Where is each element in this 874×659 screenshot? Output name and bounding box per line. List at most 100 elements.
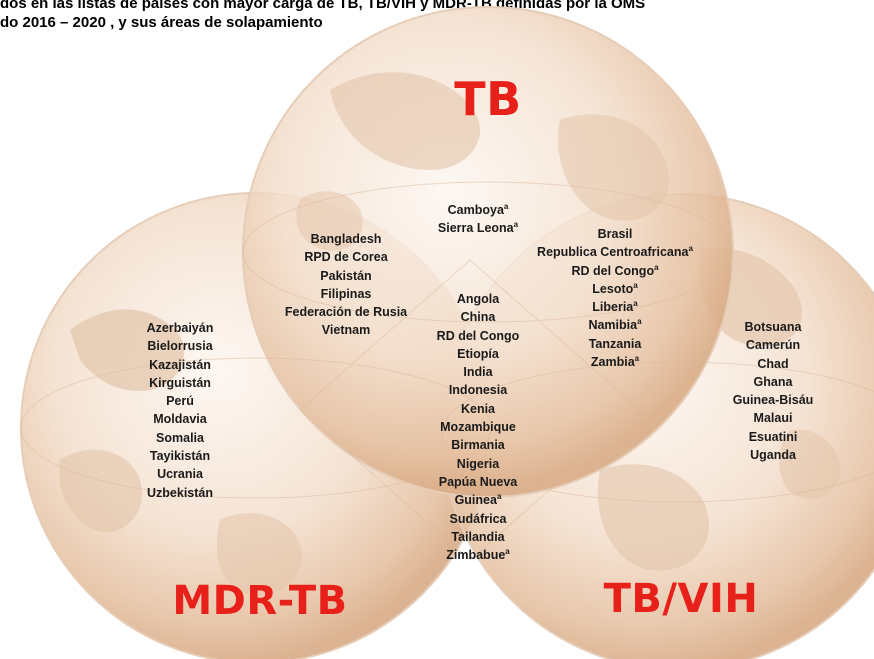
country-name: Tanzania bbox=[588, 336, 642, 351]
country-item: India bbox=[418, 363, 538, 381]
country-item: Uganda bbox=[718, 446, 828, 464]
country-name: Birmania bbox=[451, 438, 505, 453]
country-item: Tayikistán bbox=[120, 447, 240, 465]
country-name: Namibia bbox=[588, 318, 638, 333]
country-item: Esuatini bbox=[718, 428, 828, 446]
country-name: Uganda bbox=[750, 448, 796, 463]
country-item: Liberiaa bbox=[530, 298, 700, 316]
country-name: Ucrania bbox=[157, 467, 203, 482]
label-tb-vih: TB/VIH bbox=[603, 576, 759, 622]
tb-globe bbox=[242, 6, 734, 498]
country-item: Birmania bbox=[418, 436, 538, 454]
country-name: RPD de Corea bbox=[304, 250, 388, 265]
country-name: Liberia bbox=[592, 300, 634, 315]
country-item: China bbox=[418, 308, 538, 326]
country-name: Etiopía bbox=[457, 346, 499, 361]
country-item: Sudáfrica bbox=[418, 510, 538, 528]
footnote-mark: a bbox=[513, 220, 519, 230]
country-name: Federación de Rusia bbox=[284, 305, 408, 320]
country-name: Somalia bbox=[156, 430, 204, 445]
country-name: China bbox=[460, 310, 496, 325]
country-item: Tailandia bbox=[418, 528, 538, 546]
country-name: Angola bbox=[456, 292, 500, 306]
country-item: Vietnam bbox=[276, 321, 416, 339]
country-name: Botsuana bbox=[744, 320, 802, 334]
country-name: Sierra Leona bbox=[437, 221, 514, 236]
country-item: Namibiaa bbox=[530, 316, 700, 334]
country-item: Zambiaa bbox=[530, 353, 700, 371]
country-item: Bangladesh bbox=[276, 230, 416, 248]
country-item: Kazajistán bbox=[120, 356, 240, 374]
label-mdr-tb: MDR-TB bbox=[172, 578, 348, 624]
country-item: Somalia bbox=[120, 429, 240, 447]
country-name: Guinea bbox=[454, 493, 497, 508]
country-item: Kenia bbox=[418, 400, 538, 418]
footnote-mark: a bbox=[634, 353, 640, 363]
country-name: Indonesia bbox=[448, 383, 508, 398]
globe-gridlines bbox=[20, 181, 874, 561]
country-item: Chad bbox=[718, 355, 828, 373]
country-item: Republica Centroafricanaa bbox=[530, 243, 700, 261]
country-item: Mozambique bbox=[418, 418, 538, 436]
country-item: Brasil bbox=[530, 225, 700, 243]
country-name: Kenia bbox=[460, 401, 496, 416]
country-name: Uzbekistán bbox=[147, 485, 213, 500]
footnote-mark: a bbox=[496, 492, 502, 502]
country-item: RD del Congoa bbox=[530, 262, 700, 280]
country-name: Moldavia bbox=[153, 412, 207, 427]
country-name: Guinea-Bisáu bbox=[732, 393, 814, 408]
country-name: Camerún bbox=[745, 338, 801, 353]
country-item: Pakistán bbox=[276, 267, 416, 285]
country-name: Pakistán bbox=[320, 268, 372, 283]
country-name: Zimbabue bbox=[446, 548, 506, 563]
country-name: Papúa Nueva bbox=[438, 474, 518, 489]
country-item: Botsuana bbox=[718, 318, 828, 336]
country-name: RD del Congo bbox=[436, 328, 520, 343]
country-item: Guinea-Bisáu bbox=[718, 391, 828, 409]
country-item: Federación de Rusia bbox=[276, 303, 416, 321]
title-line-2: do 2016 – 2020 , y sus áreas de solapami… bbox=[0, 14, 323, 31]
country-item: Zimbabuea bbox=[418, 546, 538, 564]
country-item: Perú bbox=[120, 392, 240, 410]
country-name: Nigeria bbox=[456, 456, 500, 471]
country-item: Filipinas bbox=[276, 285, 416, 303]
country-name: Brasil bbox=[597, 227, 633, 241]
country-name: Bielorrusia bbox=[147, 339, 213, 354]
country-name: Azerbaiyán bbox=[146, 321, 214, 335]
country-item: Ucrania bbox=[120, 465, 240, 483]
country-name: Malaui bbox=[753, 411, 793, 426]
country-item: Uzbekistán bbox=[120, 484, 240, 502]
country-name: Ghana bbox=[753, 374, 793, 389]
country-item: Sierra Leonaa bbox=[418, 219, 538, 237]
country-item: Papúa Nueva bbox=[418, 473, 538, 491]
country-name: Kazajistán bbox=[149, 357, 211, 372]
country-item: Camerún bbox=[718, 336, 828, 354]
country-item: RPD de Corea bbox=[276, 248, 416, 266]
country-name: Perú bbox=[166, 394, 194, 409]
country-item: Indonesia bbox=[418, 381, 538, 399]
country-name: Filipinas bbox=[320, 286, 372, 301]
country-item: Azerbaiyán bbox=[120, 319, 240, 337]
country-item: Etiopía bbox=[418, 345, 538, 363]
footnote-mark: a bbox=[503, 201, 509, 211]
country-name: Lesoto bbox=[592, 281, 634, 296]
country-name: Republica Centroafricana bbox=[537, 245, 689, 260]
country-name: Sudáfrica bbox=[449, 511, 507, 526]
country-item: RD del Congo bbox=[418, 327, 538, 345]
country-name: Tailandia bbox=[451, 529, 505, 544]
label-tb: TB bbox=[454, 72, 522, 126]
country-name: Chad bbox=[757, 356, 789, 371]
country-item: Nigeria bbox=[418, 455, 538, 473]
footnote-mark: a bbox=[637, 317, 642, 327]
country-item: Camboyaa bbox=[418, 201, 538, 219]
country-item: Ghana bbox=[718, 373, 828, 391]
country-item: Angola bbox=[418, 290, 538, 308]
country-name: Esuatini bbox=[748, 429, 798, 444]
